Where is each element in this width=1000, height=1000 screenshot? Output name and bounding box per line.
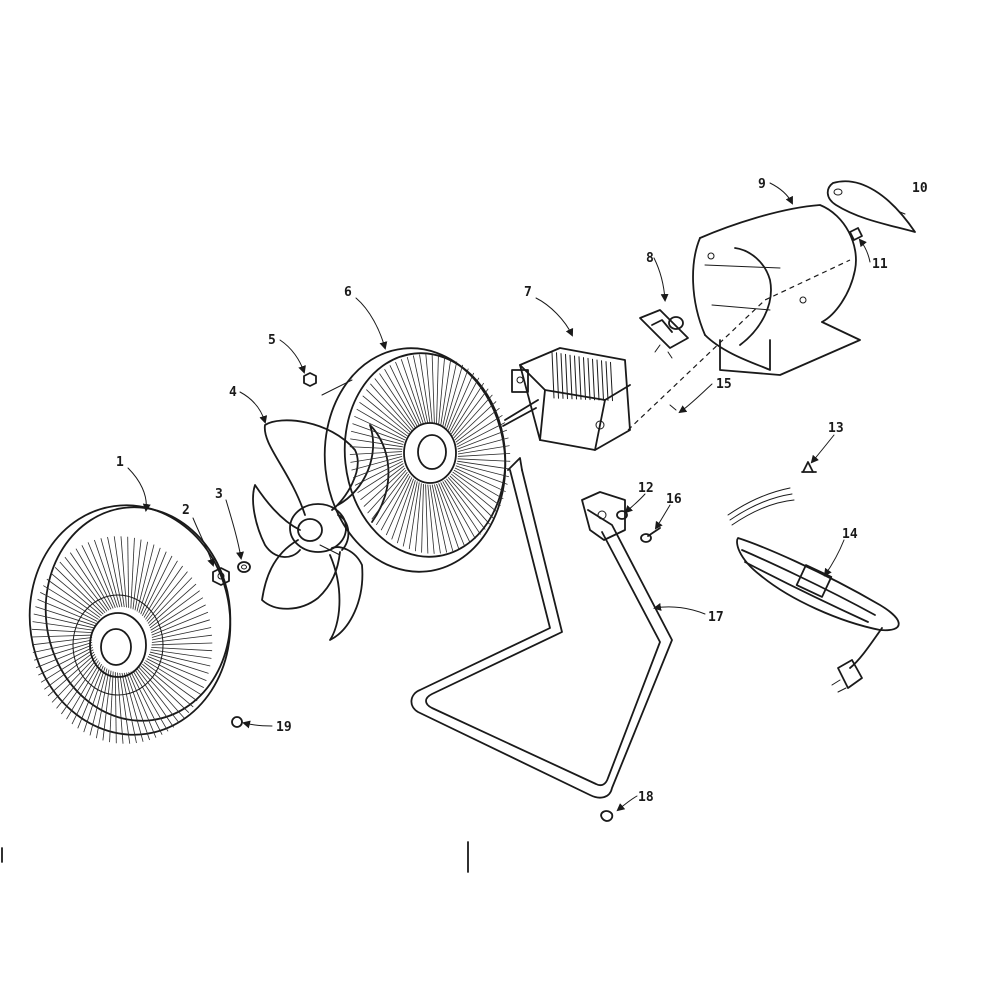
callout-3: 3 bbox=[215, 487, 223, 502]
callout-16: 16 bbox=[666, 492, 682, 507]
switch-knob bbox=[826, 180, 916, 233]
motor-housing bbox=[692, 204, 861, 376]
callout-2: 2 bbox=[182, 503, 190, 518]
front-grille bbox=[28, 504, 232, 744]
callout-10: 10 bbox=[912, 181, 928, 196]
bracket-washer bbox=[616, 510, 628, 520]
washer bbox=[237, 561, 251, 573]
switch bbox=[639, 309, 689, 359]
callout-17: 17 bbox=[708, 610, 724, 625]
callout-5: 5 bbox=[268, 333, 276, 348]
callout-7: 7 bbox=[524, 285, 532, 300]
bracket-screw bbox=[640, 527, 661, 543]
motor bbox=[502, 347, 631, 451]
callout-15: 15 bbox=[716, 377, 732, 392]
rear-grille-nut bbox=[303, 372, 317, 387]
knob-screw bbox=[849, 227, 863, 241]
callout-4: 4 bbox=[229, 385, 237, 400]
scan-marks bbox=[1, 841, 469, 873]
callout-1: 1 bbox=[116, 455, 124, 470]
callout-18: 18 bbox=[638, 790, 654, 805]
callout-13: 13 bbox=[828, 421, 844, 436]
spinner-nut bbox=[212, 567, 230, 586]
callout-12: 12 bbox=[638, 481, 654, 496]
callout-11: 11 bbox=[872, 257, 888, 272]
motor-lead-wire bbox=[627, 259, 851, 431]
stand bbox=[410, 457, 673, 799]
callout-19: 19 bbox=[276, 720, 292, 735]
rear-grille bbox=[319, 347, 511, 573]
callout-8: 8 bbox=[646, 251, 654, 266]
callout-9: 9 bbox=[758, 177, 766, 192]
callout-14: 14 bbox=[842, 527, 858, 542]
leader-arrows bbox=[127, 182, 906, 812]
power-cord bbox=[727, 487, 900, 693]
strain-relief bbox=[801, 461, 817, 473]
rubber-foot bbox=[600, 810, 614, 822]
grille-clip bbox=[231, 716, 243, 728]
part-callouts: 1 2 3 4 5 6 7 8 9 10 11 12 13 14 15 16 1… bbox=[116, 177, 928, 805]
callout-6: 6 bbox=[344, 285, 352, 300]
